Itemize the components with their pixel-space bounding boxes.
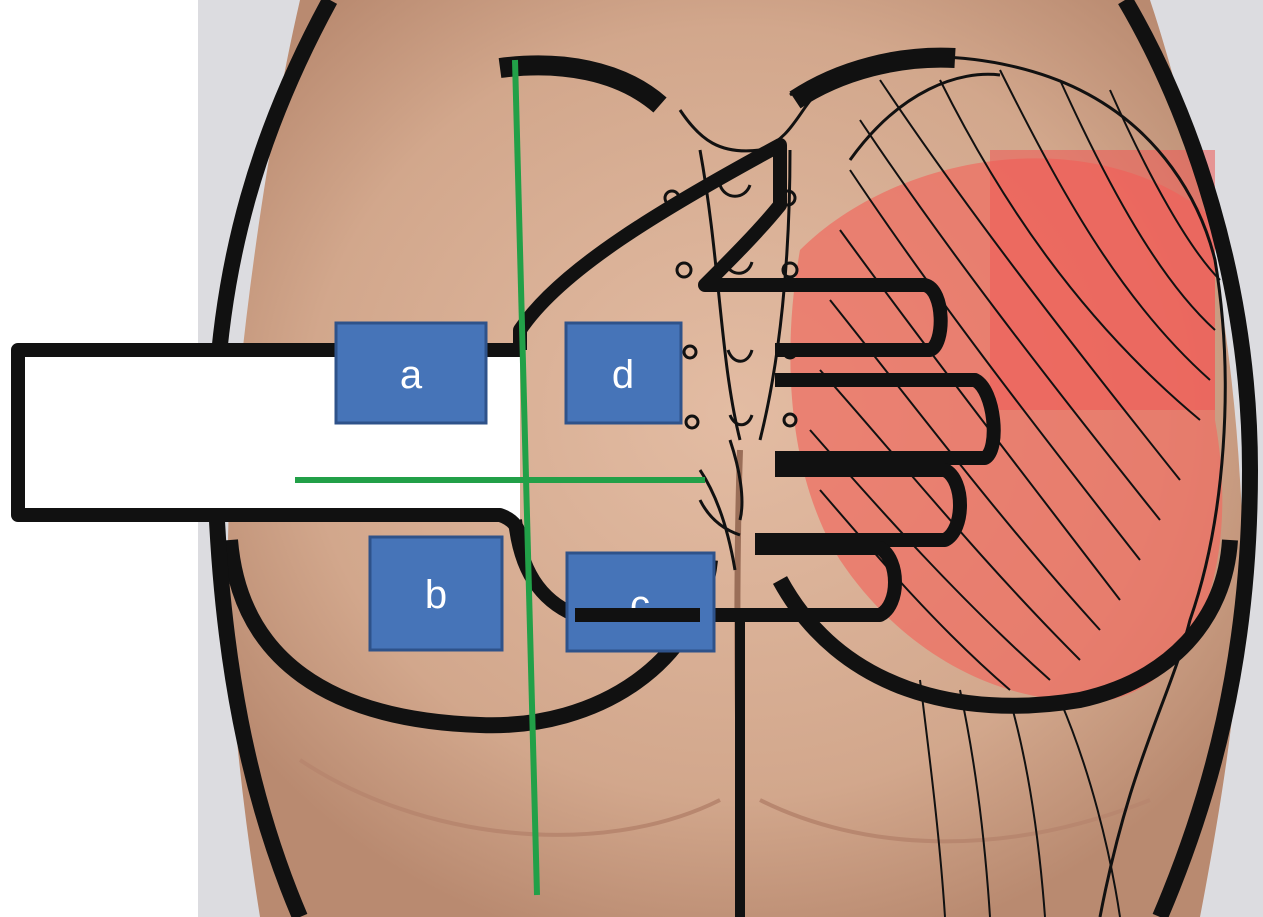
- quadrant-label-b: b: [425, 573, 447, 617]
- quadrant-label-d: d: [612, 353, 634, 397]
- quadrant-box-a: a: [336, 323, 486, 423]
- quadrant-box-c: c: [567, 553, 714, 651]
- quadrant-box-d: d: [566, 323, 681, 423]
- quadrant-box-b: b: [370, 537, 502, 650]
- quadrant-label-a: a: [400, 353, 423, 397]
